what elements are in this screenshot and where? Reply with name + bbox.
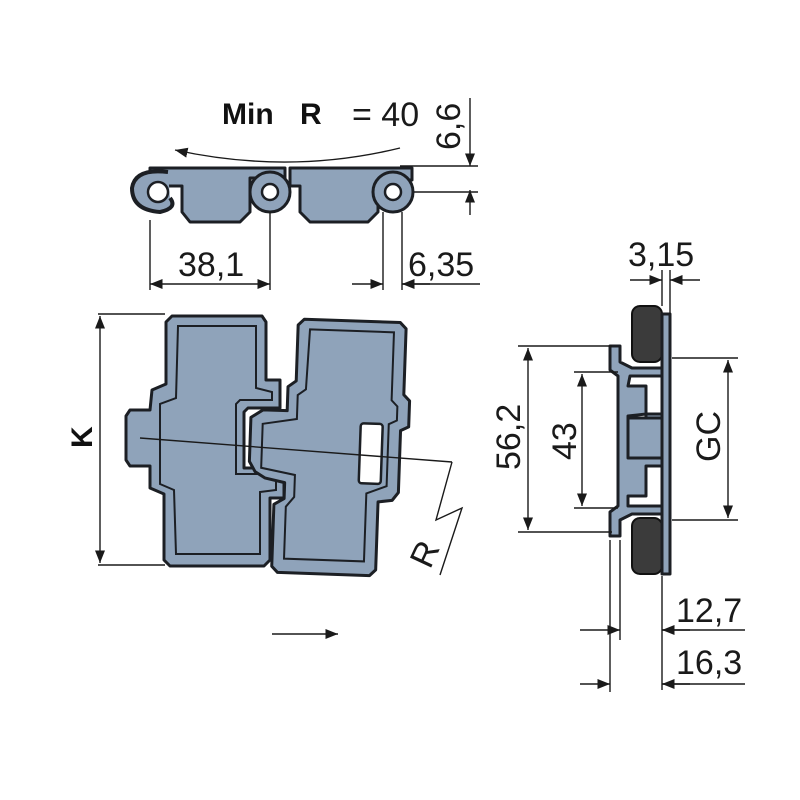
gc-dim: GC xyxy=(690,411,728,462)
section-plate xyxy=(660,312,672,576)
plate-1 xyxy=(124,314,286,568)
radius-break-line xyxy=(434,461,464,576)
top-side-profile: Min R = 40 6,6 38,1 6,35 xyxy=(129,96,480,290)
thickness-dim: 6,6 xyxy=(430,103,468,150)
hinge-dim: 6,35 xyxy=(408,246,474,284)
pitch-dim: 38,1 xyxy=(178,246,244,284)
height-outer-dim: 56,2 xyxy=(490,404,528,470)
k-dim: K xyxy=(66,426,99,448)
plan-view: K R xyxy=(66,313,464,640)
rubber-top xyxy=(631,305,663,363)
min-label: Min xyxy=(222,98,274,131)
plate-2 xyxy=(247,317,412,578)
min-radius-arc xyxy=(174,147,401,163)
width-a-dim: 12,7 xyxy=(676,592,742,630)
radius-value: = 40 xyxy=(352,96,419,134)
height-inner-dim: 43 xyxy=(546,422,584,460)
side-top-dim: 3,15 xyxy=(628,236,694,274)
width-b-dim: 16,3 xyxy=(676,644,742,682)
section-view: 3,15 56,2 43 GC 12,7 16,3 xyxy=(490,236,745,692)
rubber-bottom xyxy=(631,517,663,575)
min-r-label: R xyxy=(300,98,322,131)
link-profile-2 xyxy=(288,166,414,224)
r-label: R xyxy=(403,535,448,573)
plate-2-slot xyxy=(357,422,384,486)
